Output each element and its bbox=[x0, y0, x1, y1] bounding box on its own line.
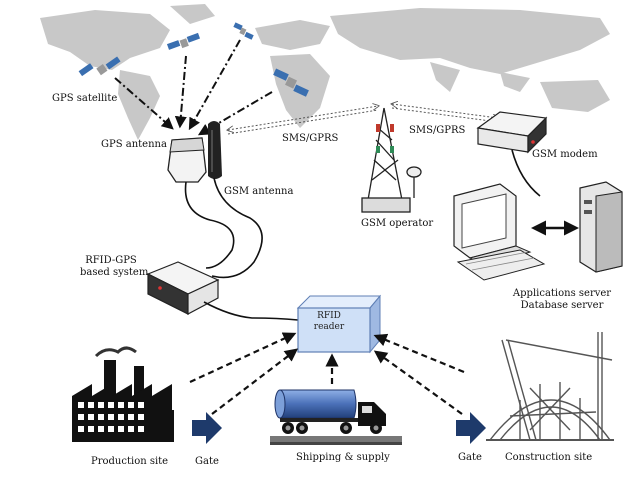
construction-site bbox=[486, 332, 614, 441]
label-sms-gprs-right: SMS/GPRS bbox=[409, 125, 466, 136]
shipping-truck bbox=[270, 389, 402, 445]
gps-satellite-2 bbox=[166, 32, 201, 50]
gsm-tower bbox=[361, 107, 422, 213]
gsm-antenna bbox=[208, 121, 222, 179]
label-rfid-reader: RFID reader bbox=[298, 311, 360, 333]
label-sms-gprs-left: SMS/GPRS bbox=[282, 133, 339, 144]
factory-windows bbox=[78, 402, 144, 432]
label-construction-site: Construction site bbox=[505, 452, 593, 463]
antenna-cables bbox=[184, 177, 263, 279]
rfid-gps-to-reader-cable bbox=[203, 301, 299, 321]
gps-antenna bbox=[167, 137, 207, 183]
label-rfid-gps-line1: RFID-GPS bbox=[85, 255, 137, 266]
label-gps-antenna: GPS antenna bbox=[101, 139, 167, 150]
sms-gprs-links bbox=[228, 104, 498, 135]
gps-satellite-1 bbox=[78, 56, 121, 77]
label-gsm-operator: GSM operator bbox=[361, 218, 434, 229]
label-gate-left: Gate bbox=[195, 456, 219, 467]
label-rfid-reader-line2: reader bbox=[313, 322, 345, 332]
label-app-server: Applications server bbox=[512, 288, 612, 299]
server-tower bbox=[579, 181, 623, 273]
gate-right-arrow bbox=[456, 412, 486, 444]
gsm-modem-device bbox=[476, 111, 548, 154]
label-rfid-gps-line2: based system bbox=[80, 267, 149, 278]
label-gsm-modem: GSM modem bbox=[532, 149, 598, 160]
label-production-site: Production site bbox=[91, 456, 169, 467]
rfid-read-arrows bbox=[189, 332, 465, 415]
modem-cable bbox=[511, 149, 541, 197]
label-db-server: Database server bbox=[520, 300, 604, 311]
label-rfid-reader-line1: RFID bbox=[317, 311, 341, 321]
gate-left-arrow bbox=[192, 412, 222, 444]
rfid-reader bbox=[296, 294, 382, 354]
label-gsm-antenna: GSM antenna bbox=[224, 186, 294, 197]
computer-workstation bbox=[453, 183, 546, 281]
rfid-gps-device bbox=[146, 261, 220, 315]
gps-satellite-3 bbox=[233, 22, 254, 40]
gps-satellite-4 bbox=[273, 68, 309, 97]
label-servers: Applications server Database server bbox=[502, 288, 622, 312]
label-gps-satellite: GPS satellite bbox=[52, 93, 118, 104]
label-gate-right: Gate bbox=[458, 452, 482, 463]
label-shipping-supply: Shipping & supply bbox=[296, 452, 390, 463]
label-rfid-gps-system: RFID-GPS based system bbox=[80, 255, 149, 279]
